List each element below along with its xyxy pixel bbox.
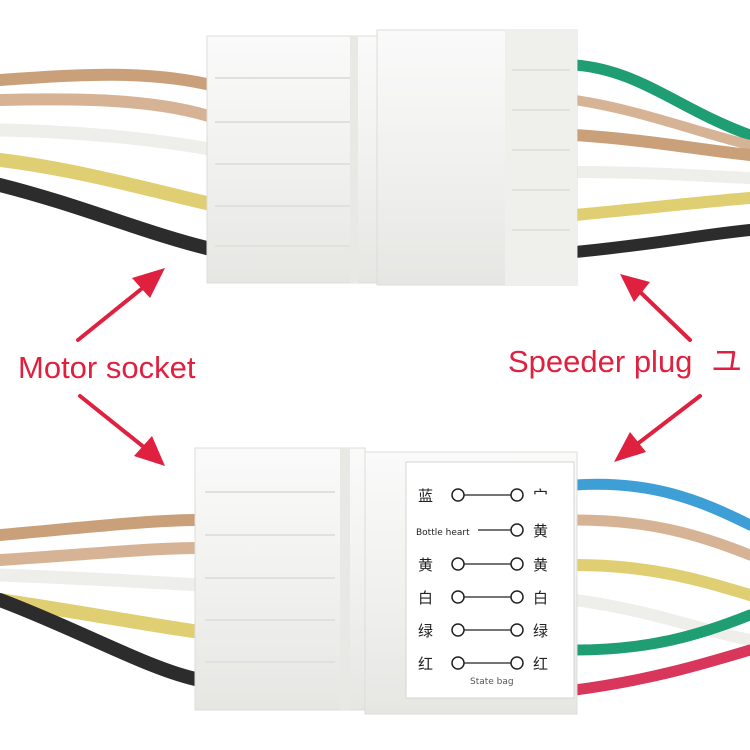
arrow-speeder-bottom [614, 394, 702, 462]
bottom-right-wire-bundle [569, 478, 750, 696]
chart-row-note: State bag [470, 677, 514, 687]
chart-row-left: 蓝 [418, 487, 433, 505]
motor-socket-label: Motor socket [18, 350, 196, 385]
chart-row-left: 白 [418, 589, 433, 607]
chart-row-left: 绿 [418, 622, 433, 640]
chart-row-right: 黄 [533, 556, 548, 574]
arrow-motor-bottom [78, 394, 165, 466]
chart-row-left: 红 [418, 655, 433, 673]
wiring-label-card [405, 461, 575, 699]
callout-arrows [76, 268, 702, 466]
chart-row: 白 白 [418, 589, 548, 607]
chart-row-left: 黄 [418, 556, 433, 574]
motor-socket-top [206, 35, 378, 284]
top-right-wire-bundle [569, 59, 750, 258]
speeder-plug-label-text: Speeder plug [508, 344, 693, 379]
chart-row: 黄 黄 [418, 556, 548, 574]
chart-row: 红 红 State bag [418, 655, 548, 687]
arrow-motor-top [76, 268, 165, 342]
speeder-plug-top [376, 29, 578, 286]
chart-row-right: 宀 [533, 487, 548, 505]
arrow-speeder-top [620, 274, 692, 342]
chart-row: 绿 绿 [418, 622, 548, 640]
chart-row-note: Bottle heart [416, 528, 470, 538]
top-left-wire-bundle [0, 68, 222, 257]
chart-row-right: 绿 [533, 622, 548, 640]
chart-row: 蓝 宀 [418, 487, 548, 505]
speeder-plug-label: Speeder plug ユ [508, 346, 742, 377]
chart-row: Bottle heart 黄 [416, 522, 548, 540]
speeder-plug-label-suffix: ユ [711, 344, 743, 379]
motor-socket-bottom [194, 447, 366, 711]
bottom-left-wire-bundle [0, 514, 207, 687]
chart-row-right: 黄 [533, 522, 548, 540]
wiring-chart: 蓝 宀 Bottle heart 黄 黄 黄 白 白 绿 [416, 487, 548, 687]
chart-row-right: 白 [533, 589, 548, 607]
chart-row-right: 红 [533, 655, 548, 673]
speeder-plug-bottom [364, 451, 578, 715]
